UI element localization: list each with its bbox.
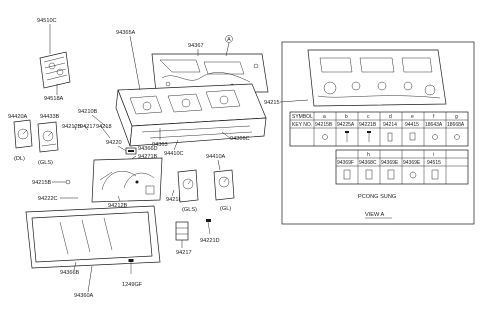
table-key-4: 94214 — [383, 122, 397, 128]
label-94366D: 94366D — [138, 146, 158, 152]
part-94217-connector — [175, 221, 189, 241]
table2-key-5: 94515 — [427, 160, 441, 166]
view-a-note: PCONG SUNG — [358, 194, 396, 200]
table-symbol-d: d — [389, 114, 392, 120]
label-94217-lower: 94217 — [176, 250, 192, 256]
table-symbol-c: c — [367, 114, 370, 120]
part-94367-printed-circuit — [151, 53, 269, 93]
svg-text:A: A — [227, 37, 231, 43]
label-94218-lower: 94218 — [166, 197, 182, 203]
label-94222C: 94222C — [38, 196, 58, 202]
table-header-symbol: SYMBOL — [292, 114, 313, 120]
table-header-key-no: KEY NO. — [292, 122, 312, 128]
table-key-7: 18668A — [447, 122, 465, 128]
part-gauge-gls-right — [177, 169, 199, 203]
part-1249GF-screw — [128, 259, 134, 274]
part-94433B-gauge-gls — [37, 121, 59, 153]
table-key-5: 94415 — [405, 122, 419, 128]
view-a-title: VIEW A — [365, 212, 385, 218]
table-symbol-f: f — [433, 114, 435, 120]
table2-symbol-h: h — [367, 152, 370, 158]
table2-key-2: 94368C — [359, 160, 377, 166]
label-94518A: 94518A — [44, 96, 64, 102]
table2-key-3: 94369E — [381, 160, 399, 166]
table-symbol-b: b — [345, 114, 348, 120]
label-94365A: 94365A — [116, 30, 136, 36]
part-94366D-bulb-socket — [125, 147, 137, 155]
label-94212B: 94212B — [62, 124, 82, 130]
part-94365A-cluster-housing — [115, 83, 267, 147]
part-94221D-screw — [206, 219, 211, 235]
label-94510C: 94510C — [37, 18, 57, 24]
label-94367: 94367 — [188, 43, 204, 49]
label-94363: 94363 — [152, 142, 168, 148]
tag-dl-left: (DL) — [14, 156, 25, 162]
table-key-3: 94221B — [359, 122, 377, 128]
label-94410A: 94410A — [206, 154, 226, 160]
label-94360A: 94360A — [74, 293, 94, 299]
part-94510C-gauge-face — [39, 51, 71, 89]
label-94366C: 94366C — [230, 136, 250, 142]
label-94212B-lower: 94212B — [108, 203, 128, 209]
label-94217: 94217 — [80, 124, 96, 130]
label-94433B: 94433B — [40, 114, 60, 120]
tag-gls-right: (GLS) — [182, 207, 197, 213]
callout-a: A — [225, 35, 233, 57]
table-key-6: 18643A — [425, 122, 443, 128]
label-94215B: 94215B — [32, 180, 52, 186]
part-gauge-gl-right — [213, 169, 235, 201]
label-94215-box: 94215 — [264, 100, 280, 106]
label-94366B: 94366B — [60, 270, 80, 276]
part-94420A-gauge-dl — [13, 119, 33, 149]
table2-symbol-i: i — [433, 152, 434, 158]
label-94218: 94218 — [96, 124, 112, 130]
label-94210B: 94210B — [78, 109, 98, 115]
label-94410C: 94410C — [164, 151, 184, 157]
table-symbol-g: g — [455, 114, 458, 120]
label-94420A: 94420A — [8, 114, 28, 120]
part-94360A-cluster-lens — [25, 205, 161, 269]
table2-key-4: 94369E — [403, 160, 421, 166]
table-key-1: 94215B — [315, 122, 333, 128]
table-symbol-a: a — [323, 114, 326, 120]
view-a-table — [289, 111, 469, 147]
label-1249GF: 1249GF — [122, 282, 143, 288]
label-94220: 94220 — [106, 140, 122, 146]
table-icons-row — [322, 131, 460, 142]
label-94271B: 94271B — [138, 154, 158, 160]
table-symbol-e: e — [411, 114, 414, 120]
table-key-2: 94225A — [337, 122, 355, 128]
part-gauge-face-plate — [91, 157, 163, 203]
view-a-table-2 — [335, 149, 469, 185]
tag-gl-right: (GL) — [220, 206, 231, 212]
tag-gls-left: (GLS) — [38, 160, 53, 166]
table2-key-1: 94369F — [337, 160, 354, 166]
table2-icons-row — [343, 169, 439, 180]
label-94221D: 94221D — [200, 238, 220, 244]
